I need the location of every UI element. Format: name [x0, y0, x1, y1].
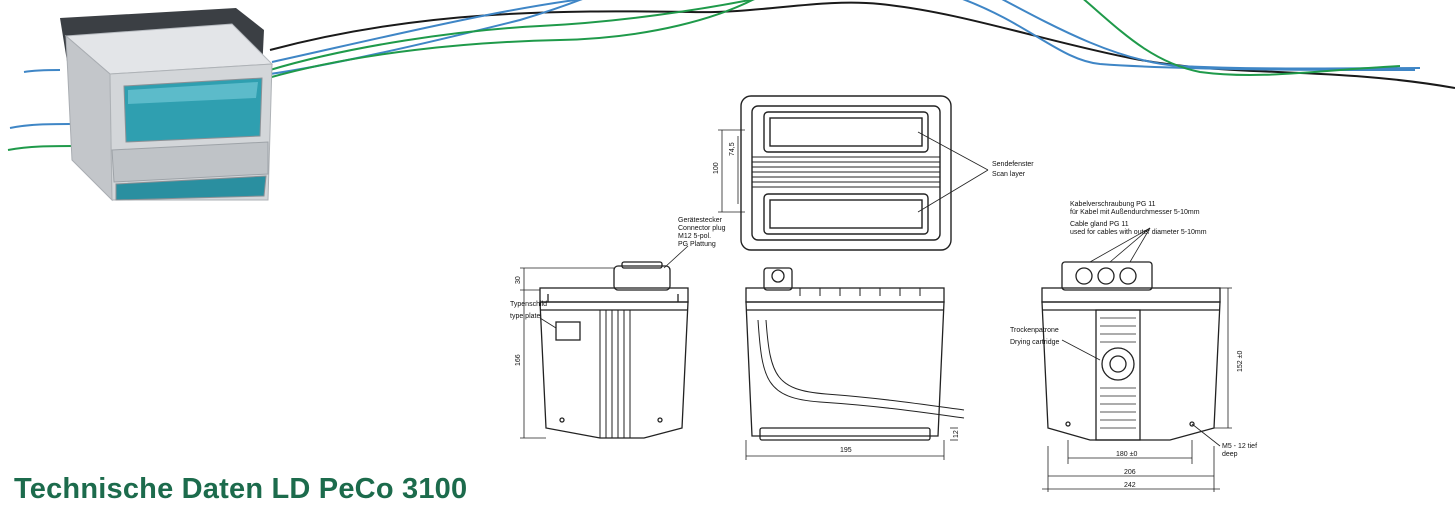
side-view-callout-line4: PG Plattung: [678, 241, 716, 248]
side-view-ribs: [599, 310, 631, 438]
product-photo: [60, 8, 274, 202]
top-view-ribs: [752, 156, 940, 188]
side-view-connector: [613, 265, 671, 291]
top-view-callout-line1: Sendefenster: [992, 161, 1034, 168]
top-view-outer: [740, 95, 952, 251]
side-view-dim-top: 30: [515, 276, 522, 284]
rear-view: [1041, 227, 1232, 492]
rear-view-dim-height: 152 ±0: [1237, 351, 1244, 372]
wire-left-blue-2: [9, 123, 71, 129]
rear-view-gland-callout-line2: für Kabel mit Außendurchmesser 5-10mm: [1070, 209, 1200, 216]
top-view-inner: [751, 105, 941, 241]
scan-window-upper-shine: [128, 82, 258, 104]
top-view-window-upper-in: [769, 117, 923, 147]
decorative-wires: [7, 0, 1455, 151]
wire-left-blue-1: [23, 69, 61, 73]
rear-view-drying-callout-line2: Drying cartridge: [1010, 339, 1060, 346]
side-view-type-label-line2: type plate: [510, 313, 540, 320]
wire-blue-2: [269, 0, 1421, 75]
front-view-body: [745, 301, 945, 437]
rear-view-rib-panel: [1095, 309, 1141, 441]
side-view-callout-line3: M12 5-pol.: [678, 233, 711, 240]
rear-view-mount-callout-line2: deep: [1222, 451, 1238, 458]
rear-view-gland-callout-line1: Kabelverschraubung PG 11: [1070, 201, 1156, 208]
wire-green-1: [267, 0, 1401, 79]
wire-left-green: [7, 145, 75, 151]
front-view-cable-2: [765, 319, 965, 411]
front-view: [745, 267, 965, 460]
drying-cartridge-outer: [1101, 347, 1135, 381]
side-view-callout-line1: Gerätestecker: [678, 217, 723, 224]
front-view-cap-lugs: [799, 288, 921, 296]
wire-green-2: [269, 0, 755, 71]
top-view: [718, 95, 989, 251]
drying-cartridge-inner: [1109, 355, 1127, 373]
rear-view-gland-callout-line4: used for cables with outer diameter 5-10…: [1070, 229, 1207, 236]
side-view-dim-height: 166: [515, 354, 522, 366]
rear-view-drying-callout-line1: Trockenpatrone: [1010, 327, 1059, 334]
housing-ribs: [111, 141, 269, 183]
side-view-connector-top: [621, 261, 663, 269]
front-view-dim-small: 12: [953, 430, 960, 438]
rear-view-dim-mid: 206: [1124, 469, 1136, 476]
rear-view-gland-block: [1061, 261, 1153, 291]
side-view-type-plate: [555, 321, 581, 341]
side-view-body: [539, 301, 689, 439]
top-view-window-lower: [763, 193, 929, 235]
rear-view-gland-callout-line3: Cable gland PG 11: [1070, 221, 1129, 228]
rear-view-ribs: [1100, 317, 1136, 429]
top-view-window-upper: [763, 111, 929, 153]
rear-view-body: [1041, 301, 1221, 441]
side-view: [520, 245, 689, 439]
wire-black: [269, 1, 1455, 89]
front-view-cable: [757, 319, 965, 419]
front-view-base: [759, 427, 931, 441]
top-view-window-lower-in: [769, 199, 923, 229]
rear-view-mount-callout-line1: M5 - 12 tief: [1222, 443, 1257, 450]
rear-view-dim-inner: 180 ±0: [1116, 451, 1137, 458]
front-view-gland: [763, 267, 793, 291]
side-view-callout-line2: Connector plug: [678, 225, 726, 232]
page-title: Technische Daten LD PeCo 3100: [14, 473, 468, 505]
top-view-callout-line2: Scan layer: [992, 171, 1026, 178]
scan-window-lower: [115, 175, 267, 201]
front-view-dim-width: 195: [840, 447, 852, 454]
side-view-type-label-line1: Typenschild: [510, 301, 547, 308]
rear-view-dim-outer: 242: [1124, 482, 1136, 489]
top-view-dim-outer: 100: [713, 162, 720, 174]
top-view-dim-inner: 74,5: [729, 142, 736, 156]
